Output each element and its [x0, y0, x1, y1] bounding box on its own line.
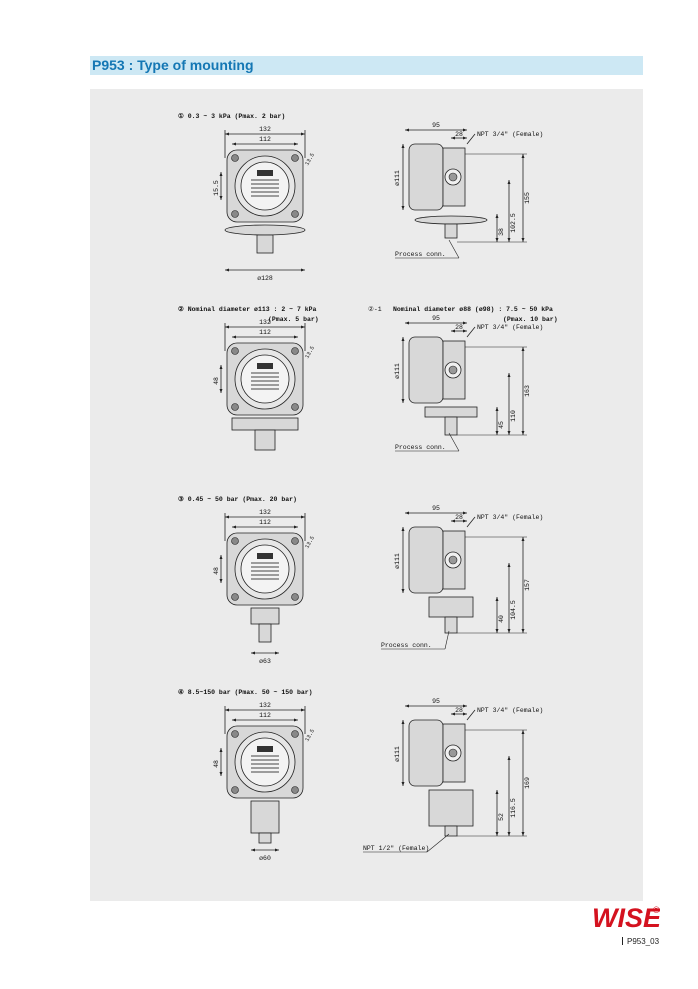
registered-mark: ®: [653, 905, 660, 915]
side-type-label: Nominal diameter ø88 (ø98) : 7.5 ~ 50 kP…: [393, 306, 553, 313]
npt-label: NPT 3/4" (Female): [477, 707, 543, 714]
dim-width-outer: 132: [259, 319, 271, 326]
dim-depth-2: 28: [455, 131, 463, 138]
dim-total-height: 157: [524, 579, 531, 591]
dim-width-inner: 112: [259, 519, 271, 526]
dim-width-outer: 132: [259, 509, 271, 516]
dim-total-height: 163: [524, 385, 531, 397]
dim-width-inner: 112: [259, 329, 271, 336]
dim-height: 116.5: [510, 798, 517, 818]
mounting-type-label: ③ 0.45 ~ 50 bar (Pmax. 20 bar): [178, 495, 297, 503]
dim-height: 110: [510, 410, 517, 422]
dim-total-height: 169: [524, 777, 531, 789]
process-connection-label: Process conn.: [381, 642, 432, 649]
logo-wordmark: WISE: [592, 903, 660, 932]
wise-logo: WISE ®: [590, 902, 662, 937]
dim-height: 102.5: [510, 213, 517, 233]
dim-diameter: ø111: [394, 746, 401, 762]
page-code: P953_03: [622, 937, 659, 946]
process-connection-label: NPT 1/2" (Female): [363, 845, 429, 852]
mounting-type-label: ① 0.3 ~ 3 kPa (Pmax. 2 bar): [178, 112, 285, 120]
dim-depth-2: 28: [455, 707, 463, 714]
mounting-type-label-2: (Pmax. 5 bar): [268, 316, 319, 323]
dim-height: 48: [213, 377, 220, 385]
dim-diameter: ø111: [394, 170, 401, 186]
dim-height: 15.5: [213, 180, 220, 196]
dim-width-inner: 112: [259, 712, 271, 719]
dim-height: 104.5: [510, 600, 517, 620]
page-code-text: P953_03: [627, 937, 660, 946]
dim-bottom-diameter: ø63: [259, 658, 271, 665]
npt-label: NPT 3/4" (Female): [477, 324, 543, 331]
dim-bottom-diameter: ø60: [259, 855, 271, 862]
side-type-label-2: (Pmax. 10 bar): [503, 316, 558, 323]
mounting-type-label: ② Nominal diameter ø113 : 2 ~ 7 kPa: [178, 305, 317, 313]
drawing-panel: [90, 89, 643, 901]
process-connection-label: Process conn.: [395, 251, 446, 258]
dim-width-outer: 132: [259, 702, 271, 709]
dim-lower-height: 40: [498, 615, 505, 623]
dim-diameter: ø111: [394, 553, 401, 569]
dim-lower-height: 38: [498, 228, 505, 236]
npt-label: NPT 3/4" (Female): [477, 131, 543, 138]
process-connection-label: Process conn.: [395, 444, 446, 451]
npt-label: NPT 3/4" (Female): [477, 514, 543, 521]
dim-width-inner: 112: [259, 136, 271, 143]
side-view-drawing: 95 28 NPT 3/4" (Female) ø111 155 102.5 38Proce…: [394, 122, 543, 259]
dim-diameter: ø111: [394, 363, 401, 379]
dim-lower-height: 45: [498, 421, 505, 429]
dim-depth: 95: [432, 315, 440, 322]
dim-depth-2: 28: [455, 514, 463, 521]
dim-lower-height: 52: [498, 813, 505, 821]
side-type-index: ②-1: [368, 305, 382, 313]
dim-depth: 95: [432, 698, 440, 705]
mounting-type-label: ④ 8.5~150 bar (Pmax. 50 ~ 150 bar): [178, 688, 313, 696]
side-view-drawing: 95 28 NPT 3/4" (Female) ø111 157 104.5 40Proce…: [381, 505, 543, 650]
dim-depth: 95: [432, 122, 440, 129]
dim-bottom-diameter: ø128: [257, 275, 273, 282]
dim-height: 48: [213, 567, 220, 575]
dim-depth-2: 28: [455, 324, 463, 331]
dim-total-height: 155: [524, 192, 531, 204]
dim-depth: 95: [432, 505, 440, 512]
side-view-drawing: 95 28 NPT 3/4" (Female) ø111 163 110 45Process…: [394, 315, 543, 452]
section-title-bar: P953 : Type of mounting: [90, 56, 643, 75]
dim-width-outer: 132: [259, 126, 271, 133]
dim-height: 48: [213, 760, 220, 768]
page-title: P953 : Type of mounting: [92, 57, 254, 73]
